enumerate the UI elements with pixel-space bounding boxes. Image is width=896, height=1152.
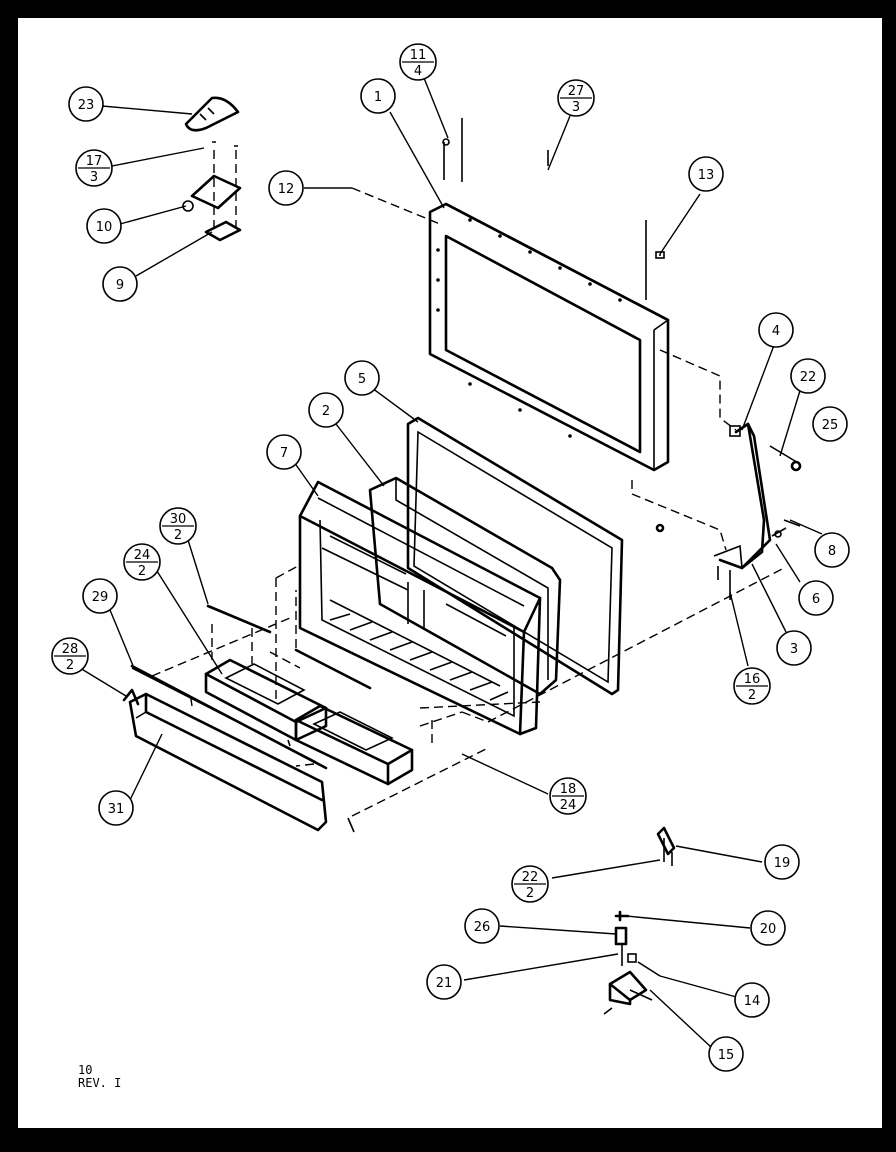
- callout-label: 9: [116, 278, 124, 293]
- fraction-denominator: 3: [572, 100, 580, 115]
- callout-label: 6: [812, 592, 820, 607]
- drawing-footer: 10 REV. I: [78, 1064, 121, 1090]
- callout-label: 15: [718, 1048, 735, 1063]
- fraction-denominator: 2: [174, 528, 182, 543]
- hinge-pin-part-9: [204, 220, 242, 242]
- callout-3: 3: [776, 630, 812, 666]
- fraction-numerator: 28: [62, 642, 79, 657]
- fraction-callout-30-2: 302: [159, 507, 197, 545]
- callout-label: 3: [790, 642, 798, 657]
- fraction-numerator: 11: [410, 48, 427, 63]
- outer-door-panel-part-27: [428, 202, 670, 472]
- callout-10: 10: [86, 208, 122, 244]
- fraction-numerator: 30: [170, 512, 187, 527]
- callout-22: 22: [790, 358, 826, 394]
- callout-20: 20: [750, 910, 786, 946]
- callout-25: 25: [812, 406, 848, 442]
- callout-label: 2: [322, 404, 330, 419]
- callout-label: 21: [436, 976, 453, 991]
- callout-label: 25: [822, 418, 839, 433]
- screws-parts-22-25-8-6: [769, 445, 802, 538]
- callout-label: 19: [774, 856, 791, 871]
- callout-label: 12: [278, 182, 295, 197]
- callout-8: 8: [814, 532, 850, 568]
- fraction-numerator: 22: [522, 870, 539, 885]
- callout-15: 15: [708, 1036, 744, 1072]
- callout-7: 7: [266, 434, 302, 470]
- fraction-numerator: 17: [86, 154, 103, 169]
- shelf-bars-parts-29-30: [130, 604, 372, 770]
- callout-26: 26: [464, 908, 500, 944]
- fraction-denominator: 24: [560, 798, 577, 813]
- callout-1: 1: [360, 78, 396, 114]
- callout-9: 9: [102, 266, 138, 302]
- handle-part-23: [184, 96, 240, 132]
- sheet-number: 10: [78, 1063, 93, 1077]
- fraction-denominator: 2: [66, 658, 74, 673]
- callout-label: 10: [96, 220, 113, 235]
- door-liner-part-2: [368, 476, 562, 696]
- fraction-numerator: 27: [568, 84, 585, 99]
- door-gasket-part-5: [406, 416, 624, 696]
- callout-label: 4: [772, 324, 780, 339]
- callout-label: 20: [760, 922, 777, 937]
- callout-12: 12: [268, 170, 304, 206]
- fraction-numerator: 16: [744, 672, 761, 687]
- door-shelf-rails: [329, 613, 509, 701]
- callout-label: 8: [828, 544, 836, 559]
- callout-label: 29: [92, 590, 109, 605]
- fraction-callout-11-4: 114: [399, 43, 437, 81]
- lower-hinge-assembly: [603, 826, 676, 1015]
- top-hinge-part-10: [182, 141, 242, 228]
- fraction-callout-22-2: 222: [511, 865, 549, 903]
- door-panel-screws: [442, 118, 665, 533]
- fraction-callout-28-2: 282: [51, 637, 89, 675]
- callout-label: 5: [358, 372, 366, 387]
- callout-label: 1: [374, 90, 382, 105]
- revision-label: REV. I: [78, 1076, 122, 1090]
- leader-lines: [79, 77, 823, 1049]
- inner-door-liner-part-7: [275, 480, 542, 748]
- fraction-denominator: 2: [526, 886, 534, 901]
- callout-2: 2: [308, 392, 344, 428]
- callout-13: 13: [688, 156, 724, 192]
- fraction-callout-24-2: 242: [123, 543, 161, 581]
- callout-29: 29: [82, 578, 118, 614]
- side-hinge-part-4: [631, 349, 772, 600]
- fraction-denominator: 2: [138, 564, 146, 579]
- callout-21: 21: [426, 964, 462, 1000]
- callout-5: 5: [344, 360, 380, 396]
- fraction-callout-17-3: 173: [75, 149, 113, 187]
- callout-23: 23: [68, 86, 104, 122]
- callout-4: 4: [758, 312, 794, 348]
- door-panel-screw-dots: [436, 218, 622, 438]
- fraction-callout-27-3: 273: [557, 79, 595, 117]
- fraction-numerator: 18: [560, 782, 577, 797]
- callout-label: 13: [698, 168, 715, 183]
- fraction-denominator: 3: [90, 170, 98, 185]
- callout-19: 19: [764, 844, 800, 880]
- callout-label: 22: [800, 370, 817, 385]
- fraction-callout-16-2: 162: [733, 667, 771, 705]
- callout-label: 31: [108, 802, 125, 817]
- fraction-numerator: 24: [134, 548, 151, 563]
- fraction-denominator: 2: [748, 688, 756, 703]
- callout-label: 7: [280, 446, 288, 461]
- bottom-bin-part-31: [122, 567, 785, 833]
- callout-31: 31: [98, 790, 134, 826]
- callout-label: 26: [474, 920, 491, 935]
- door-bins-part-24: [204, 624, 414, 786]
- fraction-denominator: 4: [414, 64, 422, 79]
- callout-14: 14: [734, 982, 770, 1018]
- callout-6: 6: [798, 580, 834, 616]
- callout-label: 14: [744, 994, 761, 1009]
- callout-label: 23: [78, 98, 95, 113]
